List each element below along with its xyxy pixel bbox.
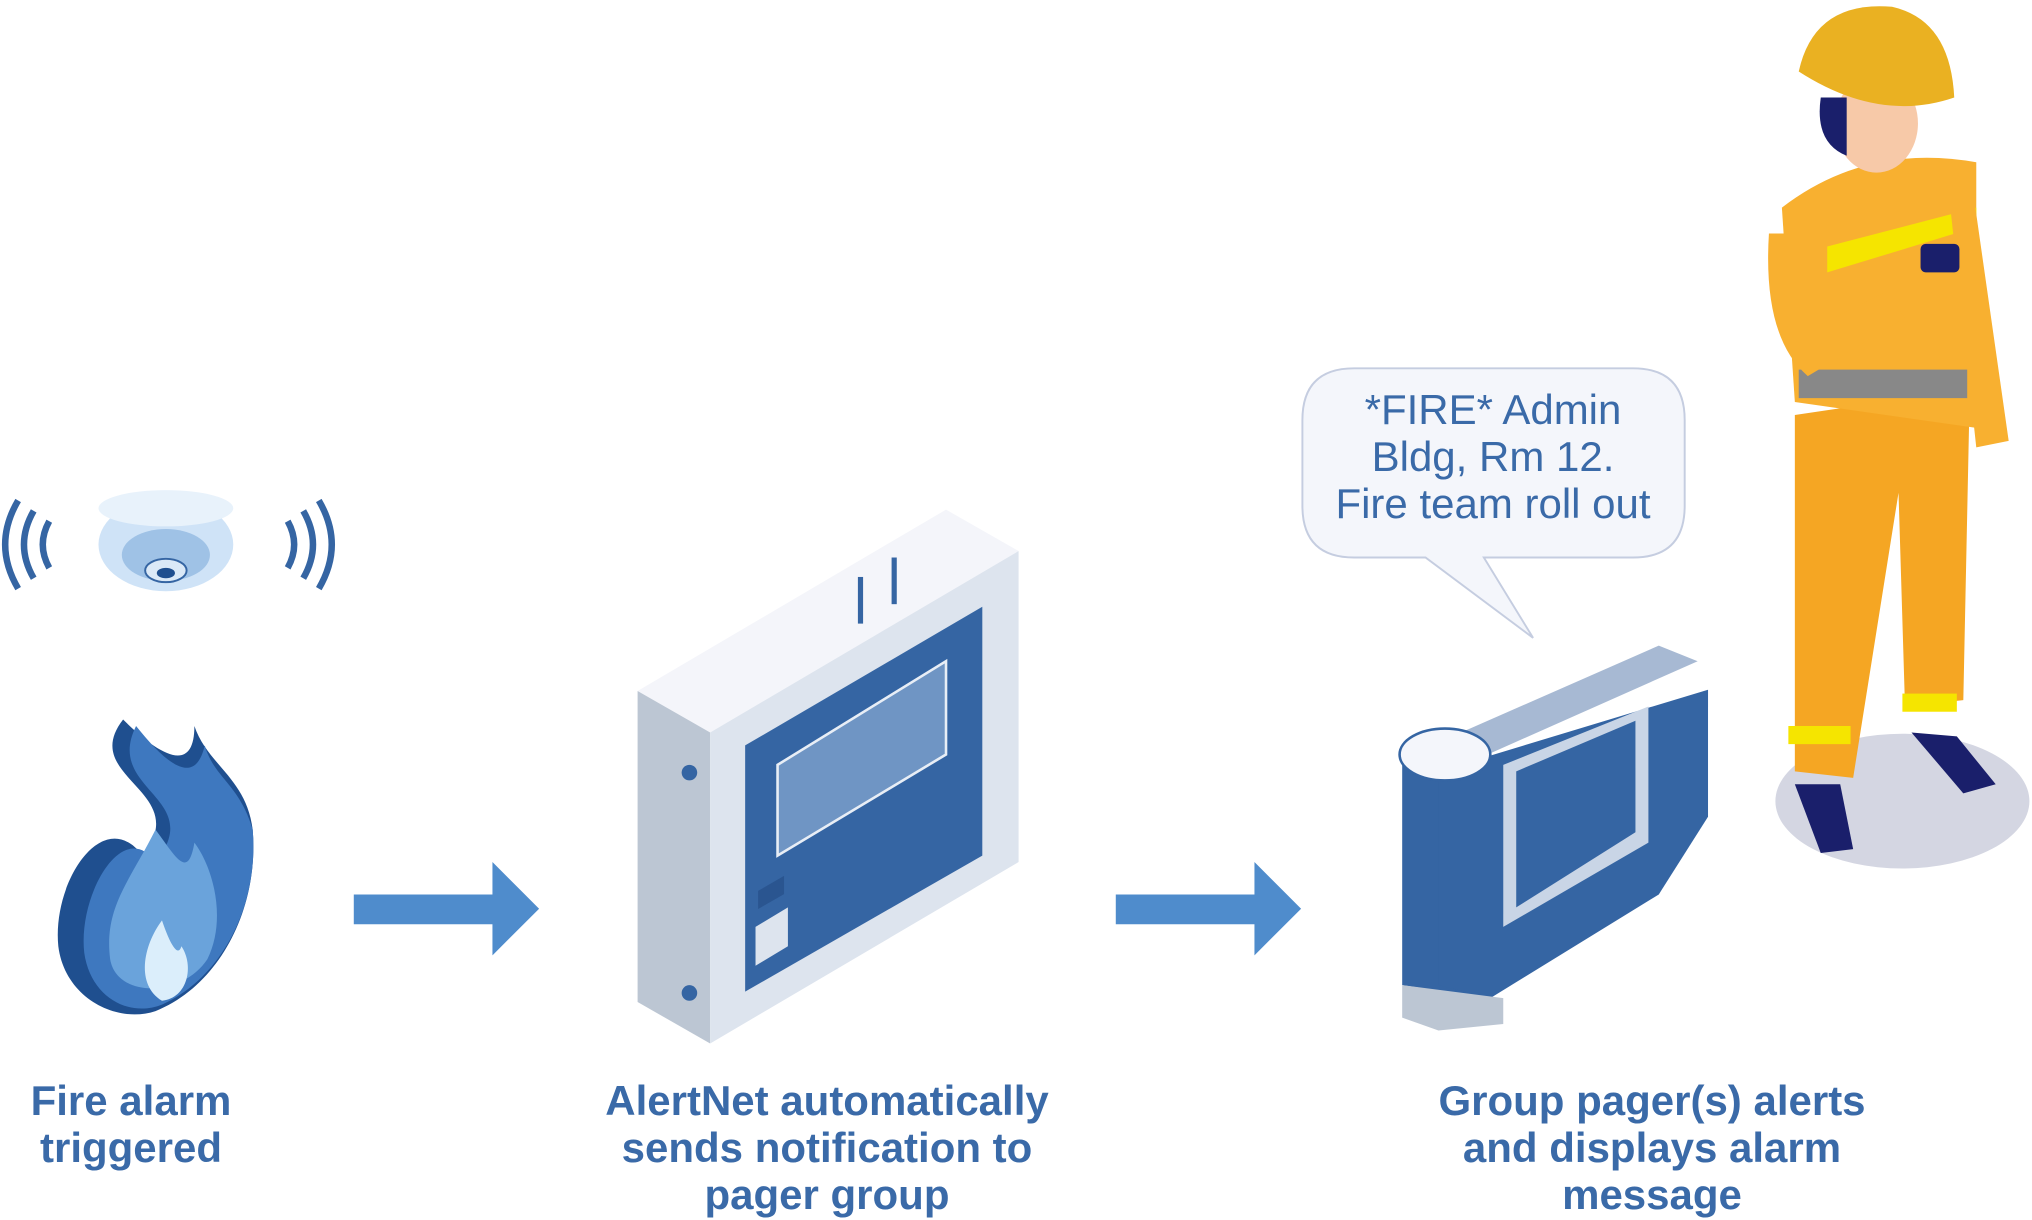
bubble-line: *FIRE* Admin (1364, 386, 1622, 433)
firefighter-icon (1768, 6, 2030, 869)
label-line: triggered (39, 1124, 223, 1171)
arrow-right-icon (353, 862, 540, 956)
step-label-fire-alarm: Fire alarm triggered (31, 1077, 232, 1171)
bubble-message: *FIRE* Admin Bldg, Rm 12. Fire team roll… (1335, 386, 1650, 527)
flame-icon (57, 719, 254, 1015)
step-label-pager: Group pager(s) alerts and displays alarm… (1438, 1077, 1865, 1218)
label-line: AlertNet automatically (605, 1077, 1049, 1124)
alertnet-panel-icon (637, 509, 1019, 1044)
label-line: Fire alarm (30, 1077, 232, 1124)
label-line: and displays alarm (1462, 1124, 1842, 1171)
pager-icon (1398, 645, 1709, 1031)
label-line: Group pager(s) alerts (1438, 1077, 1866, 1124)
step-label-alertnet: AlertNet automatically sends notificatio… (605, 1077, 1048, 1218)
signal-waves-icon (1, 498, 335, 591)
label-line: message (1562, 1171, 1742, 1218)
arrow-right-icon (1115, 862, 1302, 956)
speech-bubble (1301, 367, 1686, 639)
smoke-detector-icon (98, 490, 234, 592)
label-line: pager group (704, 1171, 950, 1218)
bubble-line: Fire team roll out (1335, 480, 1651, 527)
label-line: sends notification to (621, 1124, 1033, 1171)
bubble-line: Bldg, Rm 12. (1371, 433, 1615, 480)
